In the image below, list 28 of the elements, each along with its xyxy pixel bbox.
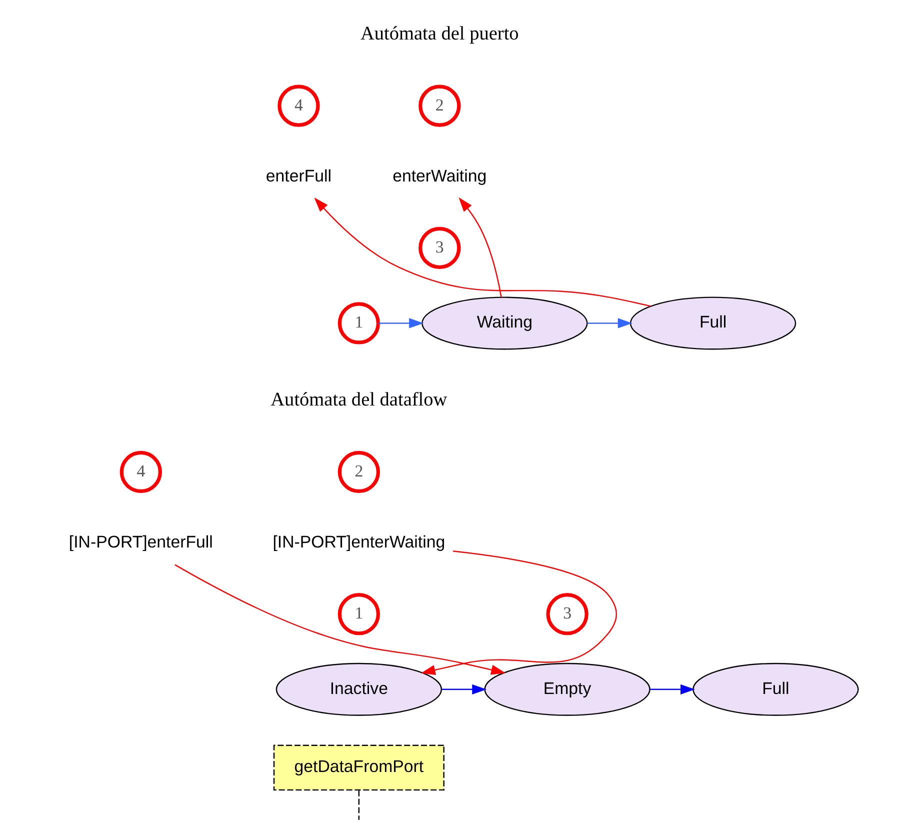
node-circle: 4: [120, 450, 162, 494]
arrow: [378, 318, 424, 328]
node-text: [IN-PORT]enterWaiting: [272, 532, 446, 552]
node-circle: 4: [278, 84, 320, 127]
arrow: [420, 550, 617, 675]
node-text: enterWaiting: [392, 166, 487, 186]
arrow: [587, 318, 632, 328]
node-ellipse: Full: [692, 662, 859, 716]
node-circle: 1: [338, 593, 380, 636]
arrow: [174, 564, 506, 675]
label: Autómata del dataflow: [270, 389, 448, 410]
node-circle: 2: [418, 84, 461, 127]
node-text: enterFull: [266, 166, 332, 186]
node-circle: 3: [418, 226, 461, 270]
arrow: [650, 684, 695, 694]
node-circle: 1: [338, 302, 380, 344]
arrow: [314, 198, 651, 307]
node-ellipse: Full: [630, 296, 796, 350]
node-circle: 2: [338, 450, 380, 494]
connector: [358, 790, 360, 820]
node-ellipse: Inactive: [276, 662, 442, 716]
node-ellipse: Waiting: [422, 296, 588, 350]
arrow: [442, 684, 487, 694]
label: Autómata del puerto: [360, 23, 519, 44]
node-text: [IN-PORT]enterFull: [68, 532, 213, 552]
node-circle: 3: [546, 593, 588, 636]
arrow: [458, 197, 502, 298]
node-box: getDataFromPort: [273, 744, 444, 791]
